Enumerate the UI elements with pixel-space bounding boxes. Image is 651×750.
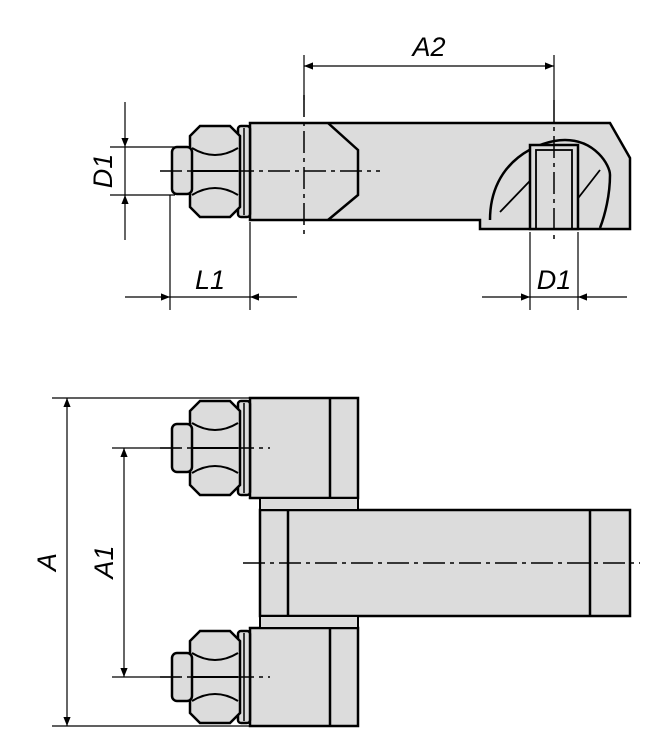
- dim-a1-label: A1: [89, 545, 119, 580]
- dim-l1-label: L1: [195, 265, 225, 295]
- dim-a-label: A: [32, 553, 62, 573]
- dim-d1-right-label: D1: [537, 265, 572, 295]
- lower-block: [248, 626, 360, 728]
- side-view: A2 D1 L1 D1: [88, 32, 632, 310]
- pocket-outline: [488, 138, 612, 229]
- top-view: A A1: [32, 396, 640, 728]
- wedge-edge: [327, 122, 360, 221]
- dim-d1-left-label: D1: [88, 154, 118, 189]
- dim-a2-label: A2: [410, 32, 445, 62]
- upper-block: [248, 396, 360, 500]
